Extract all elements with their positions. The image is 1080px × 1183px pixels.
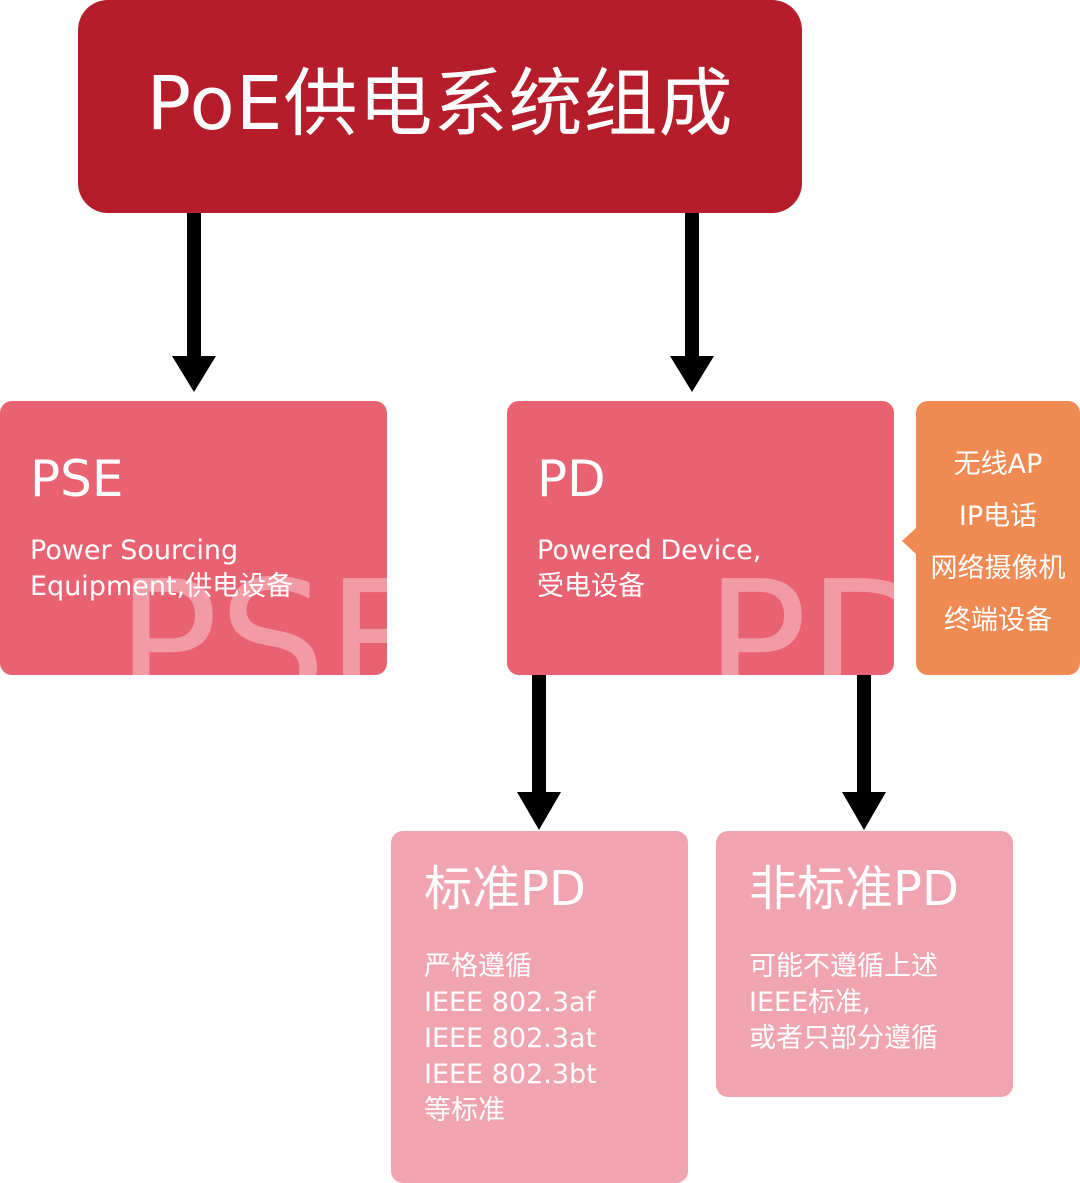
pd-description: Powered Device, 受电设备 bbox=[537, 533, 761, 605]
pd-device-item: IP电话 bbox=[958, 501, 1038, 532]
pse-watermark: PSE bbox=[116, 545, 387, 675]
pd-box: PD Powered Device, 受电设备 PD bbox=[507, 401, 894, 675]
pd-description-line: 受电设备 bbox=[537, 571, 645, 602]
nonstandard-pd-line: 或者只部分遵循 bbox=[749, 1023, 938, 1054]
nonstandard-pd-box: 非标准PD 可能不遵循上述 IEEE标准, 或者只部分遵循 bbox=[716, 831, 1013, 1097]
standard-pd-description: 严格遵循 IEEE 802.3af IEEE 802.3at IEEE 802.… bbox=[424, 949, 597, 1129]
standard-pd-heading: 标准PD bbox=[424, 861, 586, 917]
arrow-pd-to-standard-pd bbox=[517, 674, 561, 830]
standard-pd-line: IEEE 802.3at bbox=[424, 1023, 597, 1054]
pd-watermark: PD bbox=[705, 545, 894, 675]
callout-pointer bbox=[902, 528, 916, 554]
nonstandard-pd-line: 可能不遵循上述 bbox=[749, 951, 938, 982]
pse-description-line: Power Sourcing bbox=[30, 535, 239, 566]
pd-device-item: 终端设备 bbox=[944, 605, 1052, 636]
pd-device-item: 网络摄像机 bbox=[930, 553, 1066, 584]
pse-description: Power Sourcing Equipment,供电设备 bbox=[30, 533, 293, 605]
pd-device-examples-callout: 无线AP IP电话 网络摄像机 终端设备 bbox=[902, 401, 1080, 675]
pse-description-line: Equipment,供电设备 bbox=[30, 571, 294, 602]
standard-pd-line: IEEE 802.3af bbox=[424, 987, 596, 1018]
arrow-pd-to-nonstandard-pd bbox=[842, 674, 886, 830]
nonstandard-pd-heading: 非标准PD bbox=[749, 861, 959, 917]
diagram-title: PoE供电系统组成 bbox=[146, 60, 734, 147]
title-box: PoE供电系统组成 bbox=[78, 0, 802, 213]
pse-heading: PSE bbox=[30, 450, 124, 508]
pd-device-item: 无线AP bbox=[953, 449, 1043, 480]
nonstandard-pd-line: IEEE标准, bbox=[749, 987, 871, 1018]
pd-device-list: 无线AP IP电话 网络摄像机 终端设备 bbox=[916, 445, 1080, 653]
arrow-title-to-pse bbox=[172, 212, 216, 392]
pse-box: PSE Power Sourcing Equipment,供电设备 PSE bbox=[0, 401, 387, 675]
standard-pd-line: 等标准 bbox=[424, 1095, 505, 1126]
standard-pd-line: 严格遵循 bbox=[424, 951, 532, 982]
standard-pd-box: 标准PD 严格遵循 IEEE 802.3af IEEE 802.3at IEEE… bbox=[391, 831, 688, 1183]
pd-heading: PD bbox=[537, 450, 606, 508]
standard-pd-line: IEEE 802.3bt bbox=[424, 1059, 597, 1090]
pd-description-line: Powered Device, bbox=[537, 535, 762, 566]
nonstandard-pd-description: 可能不遵循上述 IEEE标准, 或者只部分遵循 bbox=[749, 949, 938, 1057]
arrow-title-to-pd bbox=[670, 212, 714, 392]
